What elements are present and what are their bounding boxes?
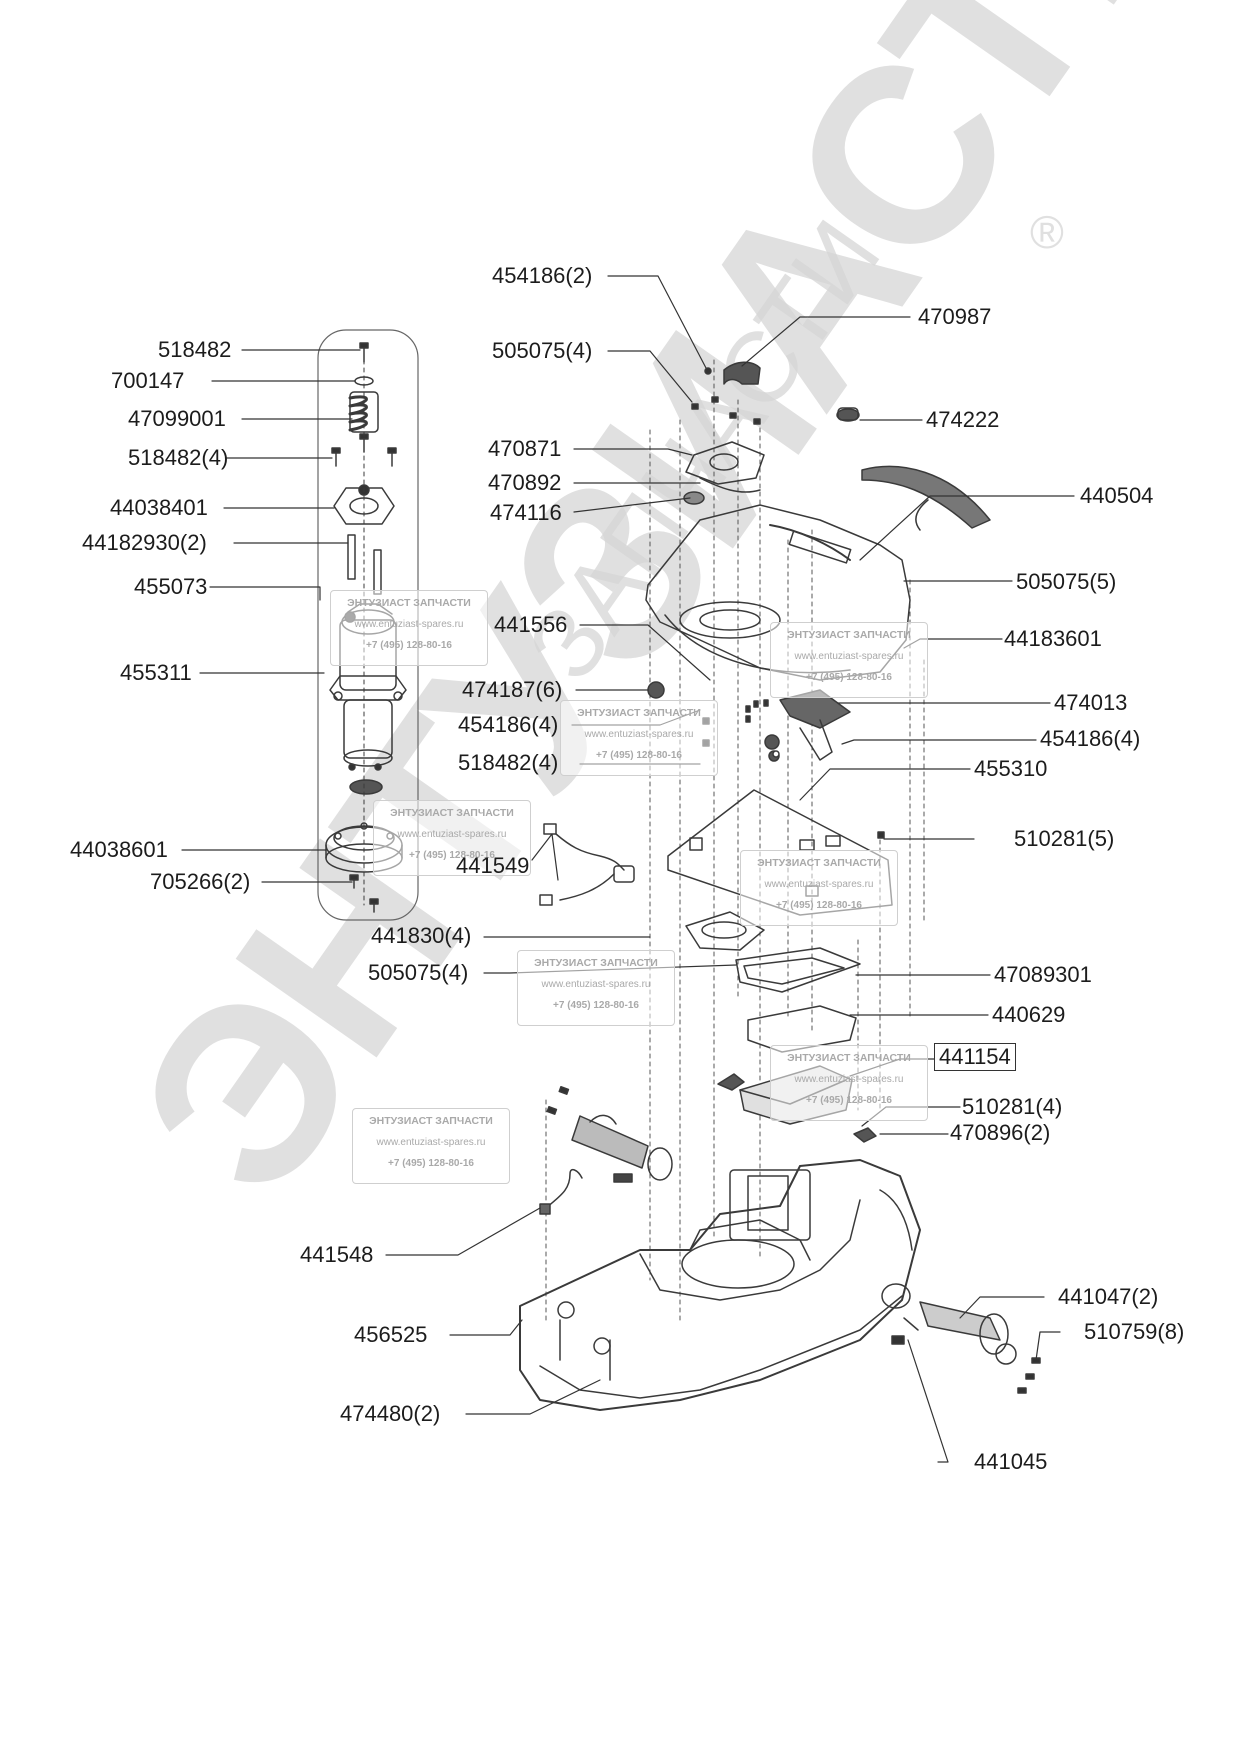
part-label: 441045 — [974, 1449, 1048, 1474]
part-label: 505075(4) — [368, 960, 469, 985]
cam-470987 — [723, 361, 761, 385]
part-label: 440504 — [1080, 483, 1154, 508]
part-label: 510759(8) — [1084, 1319, 1185, 1344]
screw-454186 — [704, 367, 712, 375]
part-label: 470871 — [488, 436, 562, 461]
part-label: 441830(4) — [371, 923, 472, 948]
part-label: 44038401 — [110, 495, 208, 520]
part-label: 441548 — [300, 1242, 374, 1267]
part-label: 510281(5) — [1014, 826, 1115, 851]
part-label: 505075(4) — [492, 338, 593, 363]
pin-44182930 — [347, 534, 356, 580]
battery-440629 — [747, 1005, 857, 1053]
part-label: 474013 — [1054, 690, 1128, 715]
part-label: 454186(4) — [1040, 726, 1141, 751]
part-label: 441047(2) — [1058, 1284, 1159, 1309]
cap-474116 — [683, 491, 705, 505]
screw-510281 — [877, 831, 885, 839]
pin-44182930 — [373, 549, 382, 595]
part-label: 470892 — [488, 470, 562, 495]
part-label: 441556 — [494, 612, 568, 637]
cable-441549 — [539, 823, 635, 906]
part-label: 470987 — [918, 304, 992, 329]
screws-505075-top — [691, 396, 761, 425]
part-label: 510281(4) — [962, 1094, 1063, 1119]
knob-474222 — [836, 407, 860, 422]
part-label: 455311 — [120, 660, 192, 685]
brush-440504 — [861, 465, 991, 531]
part-label: 505075(5) — [1016, 569, 1117, 594]
part-label: 47099001 — [128, 406, 226, 431]
part-label: 44182930(2) — [82, 530, 207, 555]
part-label: 454186(4) — [458, 712, 559, 737]
part-label: 455310 — [974, 756, 1048, 781]
screws-454186 — [745, 699, 769, 723]
part-label: 44183601 — [1004, 626, 1102, 651]
part-label: 470896(2) — [950, 1120, 1051, 1145]
sensor-474013 — [779, 689, 851, 761]
part-label: 474187(6) — [462, 677, 563, 702]
clip-470892 — [699, 477, 761, 493]
part-label: 518482(4) — [128, 445, 229, 470]
plate-470871 — [685, 441, 765, 485]
motor-housing — [329, 675, 407, 767]
clamps-470896 — [717, 1073, 877, 1143]
part-label: 440629 — [992, 1002, 1066, 1027]
leader-lines — [181, 275, 1075, 1463]
gasket-441830 — [685, 911, 765, 951]
gears-small — [764, 734, 780, 762]
connector-left — [613, 1173, 633, 1183]
part-label: 705266(2) — [150, 869, 251, 894]
part-label: 456525 — [354, 1322, 428, 1347]
cable-441548 — [539, 1168, 583, 1215]
part-label-highlighted: 441154 — [934, 1043, 1016, 1071]
part-label: 474480(2) — [340, 1401, 441, 1426]
part-label: 47089301 — [994, 962, 1092, 987]
part-label: 455073 — [134, 574, 208, 599]
base-chassis-456525 — [519, 1159, 921, 1411]
part-label: 474116 — [490, 500, 562, 525]
drive-shaft-left — [571, 1114, 673, 1181]
part-label: 454186(2) — [492, 263, 593, 288]
part-label: 518482(4) — [458, 750, 559, 775]
part-label: 700147 — [111, 368, 185, 393]
drive-shaft-right — [919, 1301, 1017, 1365]
gear-474187 — [647, 681, 665, 699]
frame-47089301 — [735, 947, 861, 993]
screws-510759-right — [1017, 1357, 1041, 1394]
screws-510759-left — [546, 1086, 570, 1115]
connector-441045 — [891, 1317, 919, 1345]
motor-base — [348, 763, 383, 795]
part-label: 474222 — [926, 407, 1000, 432]
part-label: 44038601 — [70, 837, 168, 862]
part-label: 518482 — [158, 337, 232, 362]
part-label: 441549 — [456, 853, 530, 878]
